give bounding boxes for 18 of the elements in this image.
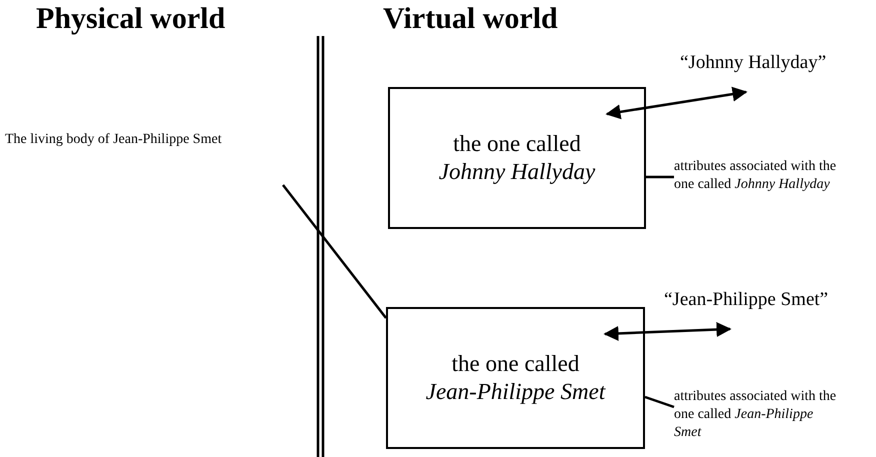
entity-box	[388, 87, 646, 229]
name-text: “Jean-Philippe Smet”	[664, 289, 869, 329]
connector-line	[644, 396, 674, 408]
connector-line	[646, 176, 674, 178]
entity-name: Jean-Philippe Smet	[426, 378, 606, 406]
double-arrow	[606, 86, 748, 120]
name-text: “Johnny Hallyday”	[680, 52, 860, 92]
attributes-note: attributes associated with the one called Jean-Philippe Smet	[674, 388, 839, 454]
entity-caption: the one called	[452, 350, 580, 378]
entity-caption: the one called	[453, 130, 581, 158]
section-heading: Virtual world	[383, 2, 558, 36]
entity-name: Johnny Hallyday	[438, 158, 596, 186]
body-label: The living body of Jean-Philippe Smet	[5, 131, 223, 149]
connector-line	[282, 184, 387, 319]
entity-box	[386, 307, 645, 449]
section-heading: Physical world	[36, 2, 226, 36]
double-arrow	[604, 322, 732, 341]
attributes-note: attributes associated with the one called Johnny Hallyday	[674, 158, 839, 224]
